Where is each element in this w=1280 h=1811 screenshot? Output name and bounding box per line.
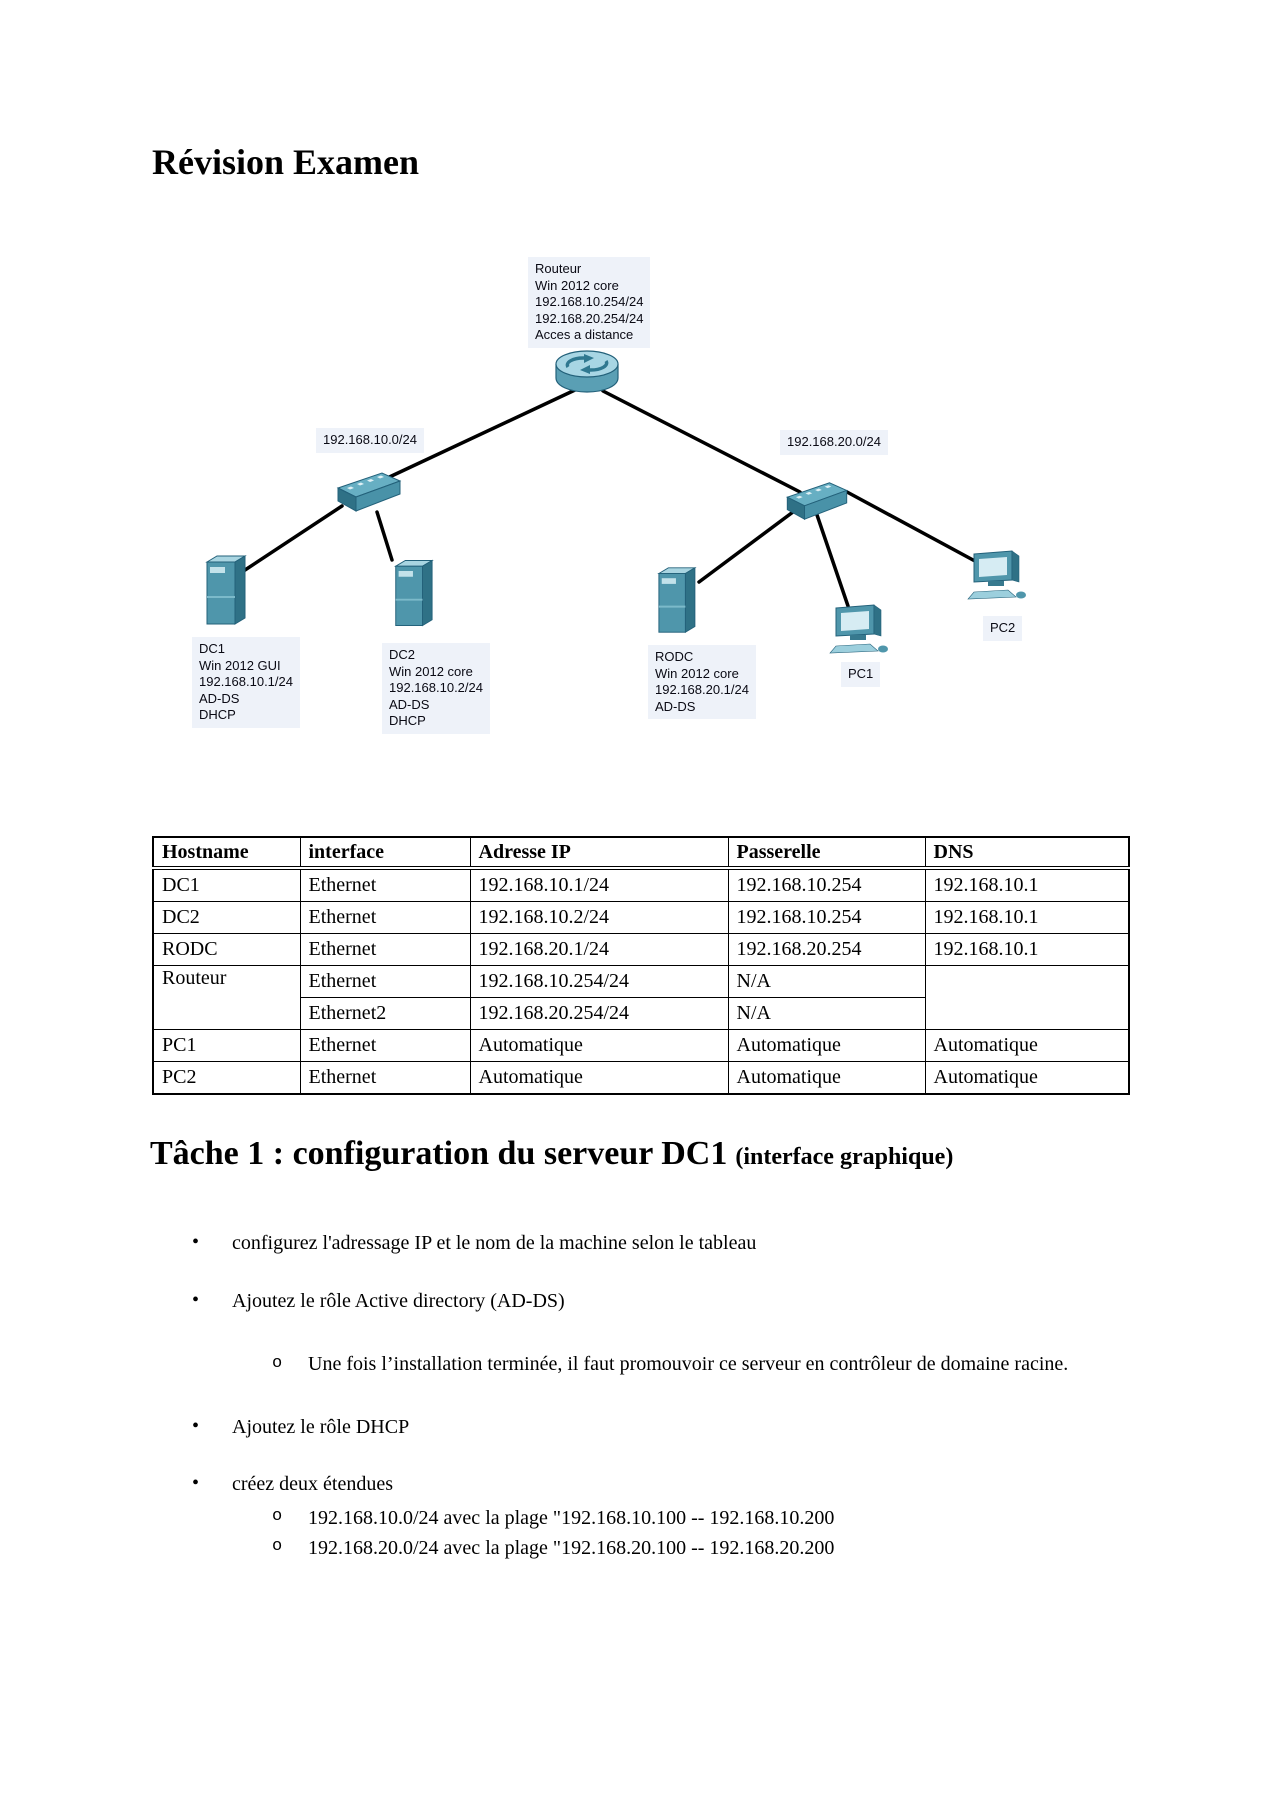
page-title: Révision Examen xyxy=(152,142,420,182)
switch-net10-icon xyxy=(336,472,402,512)
switch-net20-icon xyxy=(786,482,848,521)
pc2-label: PC2 xyxy=(983,616,1023,641)
network-label-10: 192.168.10.0/24 xyxy=(316,428,424,453)
rodc-label: RODC Win 2012 core 192.168.20.1/24 AD-DS xyxy=(648,645,756,719)
bullet-marker: • xyxy=(192,1231,200,1253)
network-label-20: 192.168.20.0/24 xyxy=(780,430,888,455)
cable-switch20-rodc xyxy=(697,507,799,584)
sub-list-item: o 192.168.10.0/24 avec la plage "192.168… xyxy=(150,1503,1135,1533)
task1-heading-main: Tâche 1 : configuration du serveur DC1 xyxy=(150,1135,728,1172)
cable-switch10-dc2 xyxy=(375,510,394,562)
cable-router-switch20 xyxy=(601,389,802,494)
table-row: PC2 Ethernet Automatique Automatique Aut… xyxy=(152,1061,1130,1095)
sub-list-item: o 192.168.20.0/24 avec la plage "192.168… xyxy=(150,1533,1135,1563)
sub-bullet-text: Une fois l’installation terminée, il fau… xyxy=(308,1353,1069,1375)
bullet-text: Ajoutez le rôle Active directory (AD-DS) xyxy=(232,1290,565,1312)
bullet-text: configurez l'adressage IP et le nom de l… xyxy=(232,1232,757,1254)
list-item: • créez deux étendues xyxy=(150,1471,1135,1497)
config-table: Hostname interface Adresse IP Passerelle… xyxy=(152,836,1130,1095)
table-row: Routeur Ethernet 192.168.10.254/24 N/A xyxy=(152,965,1130,1030)
task1-heading-sub: (interface graphique) xyxy=(735,1144,954,1170)
sub-bullet-text: 192.168.10.0/24 avec la plage "192.168.1… xyxy=(308,1507,835,1529)
table-row: DC2 Ethernet 192.168.10.2/24 192.168.10.… xyxy=(152,901,1130,934)
list-item: • Ajoutez le rôle Active directory (AD-D… xyxy=(150,1288,1135,1314)
pc2-icon xyxy=(967,550,1026,600)
col-dns: DNS xyxy=(924,836,1130,870)
col-hostname: Hostname xyxy=(152,836,301,870)
bullet-marker: • xyxy=(192,1415,200,1437)
sub-bullet-marker: o xyxy=(272,1507,283,1526)
bullet-text: Ajoutez le rôle DHCP xyxy=(232,1416,410,1438)
task1-list: • configurez l'adressage IP et le nom de… xyxy=(150,1222,1135,1563)
sub-bullet-marker: o xyxy=(272,1354,283,1373)
sub-bullet-text: 192.168.20.0/24 avec la plage "192.168.2… xyxy=(308,1537,835,1559)
router-icon xyxy=(555,350,619,393)
col-gateway: Passerelle xyxy=(727,836,926,870)
sub-list-item: o Une fois l’installation terminée, il f… xyxy=(150,1350,1135,1379)
cable-switch20-pc1 xyxy=(814,510,850,608)
cable-router-switch10 xyxy=(381,388,577,482)
server-dc1-icon xyxy=(205,555,247,625)
cable-layer xyxy=(240,388,988,608)
bullet-marker: • xyxy=(192,1289,200,1311)
dc1-label: DC1 Win 2012 GUI 192.168.10.1/24 AD-DS D… xyxy=(192,637,300,728)
bullet-marker: • xyxy=(192,1472,200,1494)
task1-heading: Tâche 1 : configuration du serveur DC1 (i… xyxy=(150,1134,953,1173)
pc1-label: PC1 xyxy=(841,662,881,687)
bullet-text: créez deux étendues xyxy=(232,1473,394,1495)
sub-bullet-marker: o xyxy=(272,1537,283,1556)
table-row: DC1 Ethernet 192.168.10.1/24 192.168.10.… xyxy=(152,867,1130,902)
router-label: Routeur Win 2012 core 192.168.10.254/24 … xyxy=(528,257,651,348)
list-item: • configurez l'adressage IP et le nom de… xyxy=(150,1230,1135,1256)
table-header-row: Hostname interface Adresse IP Passerelle… xyxy=(152,836,1130,870)
col-ip: Adresse IP xyxy=(469,836,729,870)
cable-switch10-dc1 xyxy=(240,504,344,574)
col-interface: interface xyxy=(299,836,471,870)
table-row: PC1 Ethernet Automatique Automatique Aut… xyxy=(152,1029,1130,1062)
table-row: RODC Ethernet 192.168.20.1/24 192.168.20… xyxy=(152,933,1130,966)
list-item: • Ajoutez le rôle DHCP xyxy=(150,1414,1135,1440)
cable-switch20-pc2 xyxy=(845,490,988,569)
network-diagram: Routeur Win 2012 core 192.168.10.254/24 … xyxy=(0,0,1280,800)
dc2-label: DC2 Win 2012 core 192.168.10.2/24 AD-DS … xyxy=(382,643,490,734)
pc1-icon xyxy=(829,604,888,654)
server-rodc-icon xyxy=(657,566,697,634)
server-dc2-icon xyxy=(394,559,434,627)
